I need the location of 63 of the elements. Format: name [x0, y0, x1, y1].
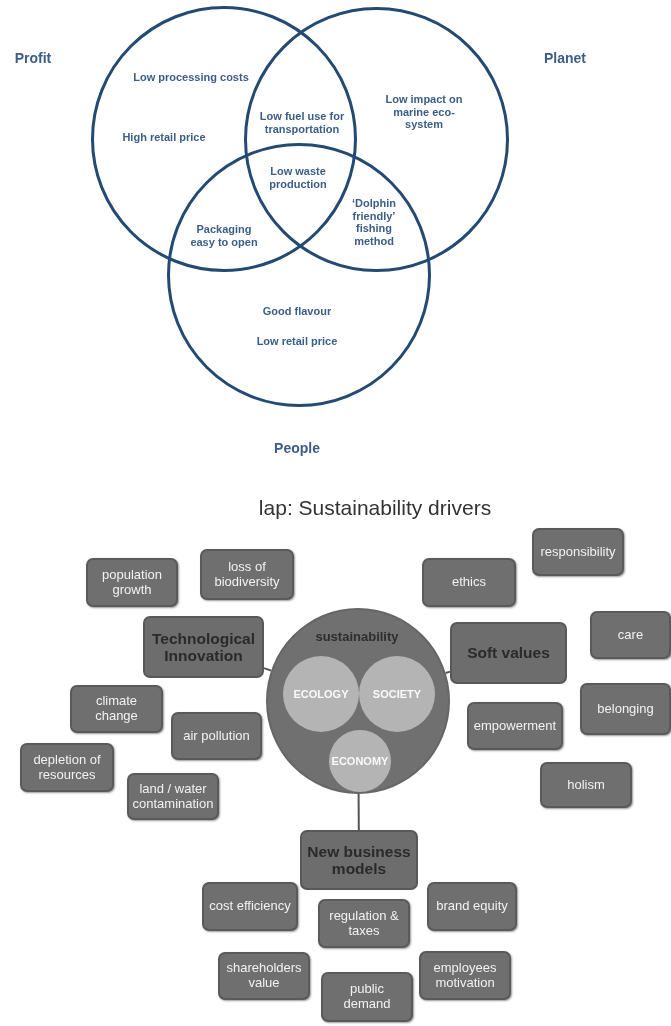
driver-box — [200, 549, 294, 600]
pillar-label: SOCIETY — [371, 687, 423, 701]
driver-box — [467, 702, 563, 750]
box-label: public demand — [342, 982, 392, 1012]
category-label: Soft values — [466, 644, 551, 662]
driver-box — [427, 882, 517, 931]
box-label: empowerment — [472, 718, 558, 734]
driver-box — [218, 952, 310, 1000]
box-label: depletion of resources — [32, 752, 102, 783]
driver-box — [540, 762, 632, 808]
driver-category-box — [143, 616, 264, 678]
driver-box — [321, 972, 413, 1022]
driver-box — [422, 558, 516, 607]
box-label: population growth — [101, 567, 163, 598]
driver-box — [86, 558, 178, 607]
box-label: land / water contamination — [131, 781, 215, 812]
box-label: cost efficiency — [208, 899, 292, 914]
box-label: care — [616, 627, 645, 643]
box-label: holism — [566, 777, 606, 793]
venn-heading: Planet — [543, 49, 587, 67]
box-label: loss of biodiversity — [213, 559, 281, 590]
driver-box — [202, 882, 298, 931]
box-label: brand equity — [435, 899, 509, 914]
region-text: Low fuel use for transportation — [259, 110, 345, 136]
box-label: air pollution — [182, 728, 251, 744]
driver-category-box — [300, 830, 418, 890]
driver-box — [70, 685, 163, 733]
driver-box — [532, 528, 624, 576]
box-label: regulation & taxes — [328, 908, 400, 939]
connector-line — [263, 667, 273, 672]
driver-box — [171, 712, 262, 760]
category-label: New business models — [306, 842, 412, 878]
box-label: employees motivation — [432, 960, 498, 991]
driver-box — [318, 899, 410, 948]
region-text: ‘Dolphin friendly’ fishing method — [351, 196, 397, 248]
pillar-label: ECOLOGY — [292, 687, 350, 701]
venn-circle — [167, 143, 431, 407]
box-label: ethics — [451, 575, 487, 590]
box-label: climate change — [94, 694, 139, 724]
driver-box — [590, 611, 671, 659]
core-label: sustainability — [314, 629, 400, 645]
driver-box — [580, 683, 671, 735]
pillar-label: ECONOMY — [330, 754, 390, 768]
diagram-title: lap: Sustainability drivers — [257, 496, 493, 520]
box-label: belonging — [596, 701, 655, 717]
driver-box — [20, 743, 114, 792]
connector-line — [357, 792, 360, 831]
box-label: responsibility — [539, 544, 617, 560]
region-text: Packaging easy to open — [189, 223, 259, 249]
pillar-lobe — [329, 730, 391, 792]
venn-heading: People — [273, 439, 321, 457]
region-text: Low impact on marine eco-system — [384, 93, 464, 131]
driver-category-box — [450, 622, 567, 684]
region-text: Low waste production — [268, 165, 328, 191]
driver-box — [419, 951, 511, 1000]
venn-heading: Profit — [13, 49, 53, 67]
driver-box — [127, 773, 219, 820]
box-label: shareholders value — [225, 961, 303, 991]
region-text: Low processing costs — [132, 70, 250, 84]
region-text: High retail price — [121, 130, 207, 144]
region-text: Good flavour — [261, 304, 333, 318]
category-label: Technological Innovation — [150, 629, 257, 665]
region-text: Low retail price — [255, 334, 339, 348]
